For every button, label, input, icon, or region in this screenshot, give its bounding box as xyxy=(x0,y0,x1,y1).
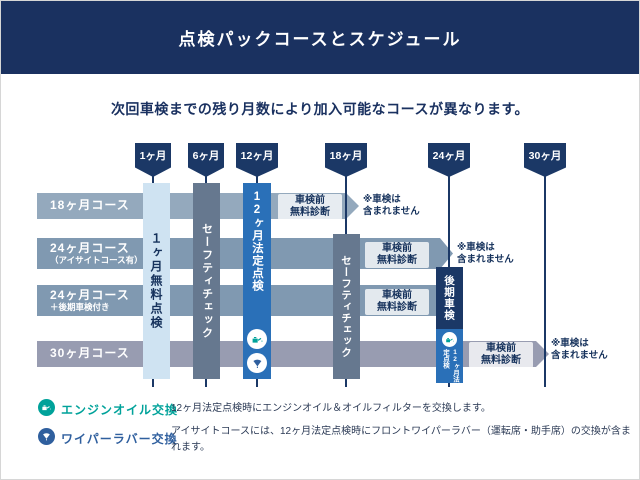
timeline-marker-24month: 24ヶ月 xyxy=(428,143,470,177)
wiper-icon xyxy=(247,353,267,373)
event-label: 12ヶ月法定点検 xyxy=(251,191,263,292)
timeline-marker-6month: 6ヶ月 xyxy=(188,143,224,177)
wiper-icon xyxy=(38,428,55,445)
marker-label: 24ヶ月 xyxy=(432,150,466,162)
course-label: 30ヶ月コース xyxy=(50,346,130,361)
event-column-12month-legal-inspection: 12ヶ月法定点検 xyxy=(243,183,271,379)
event-column-safety-check-18month: セーフティチェック xyxy=(333,234,360,379)
oil-can-icon xyxy=(247,329,267,349)
timeline-line-30month xyxy=(544,175,546,387)
event-label: 12ヶ月法定点検 xyxy=(441,349,459,383)
page-title: 点検パックコースとスケジュール xyxy=(178,30,462,49)
pre-shaken-diagnosis-row3: 車検前 無料診断 xyxy=(365,289,429,315)
timeline-marker-18month: 18ヶ月 xyxy=(325,143,367,177)
course-sublabel: ＋後期車検付き xyxy=(50,302,110,313)
course-label: 18ヶ月コース xyxy=(50,198,130,213)
event-label: 後期車検 xyxy=(443,275,455,321)
legend-title-wiper-rubber: ワイパーラバー交換 xyxy=(61,432,178,446)
oil-can-icon xyxy=(442,332,457,347)
marker-label: 6ヶ月 xyxy=(192,150,220,162)
legend-desc-wiper-rubber: アイサイトコースには、12ヶ月法定点検時にフロントワイパーラバー（運転席・助手席… xyxy=(171,426,631,453)
event-label: セーフティチェック xyxy=(200,222,213,340)
timeline-marker-12month: 12ヶ月 xyxy=(236,143,278,177)
legend-title-engine-oil: エンジンオイル交換 xyxy=(61,403,179,417)
course-bar-30month: 30ヶ月コース xyxy=(37,341,549,367)
marker-label: 30ヶ月 xyxy=(528,150,562,162)
pre-shaken-diagnosis-row2: 車検前 無料診断 xyxy=(365,242,429,268)
course-label: 24ヶ月コース xyxy=(50,287,130,302)
legend-desc-engine-oil: 12ヶ月法定点検時にエンジンオイル＆オイルフィルターを交換します。 xyxy=(171,403,491,414)
event-column-1month-free-inspection: １ヶ月無料点検 xyxy=(143,183,170,379)
shaken-not-included-note-row2: ※車検は 含まれません xyxy=(457,242,514,266)
event-label: １ヶ月無料点検 xyxy=(149,232,163,330)
oil-can-icon xyxy=(38,399,55,416)
course-sublabel: （アイサイトコース有） xyxy=(50,255,143,266)
timeline-marker-1month: 1ヶ月 xyxy=(135,143,171,177)
pre-shaken-diagnosis-row4: 車検前 無料診断 xyxy=(469,342,533,368)
shaken-not-included-note-row1: ※車検は 含まれません xyxy=(363,194,420,218)
event-column-safety-check-6month: セーフティチェック xyxy=(193,183,220,379)
timeline-marker-30month: 30ヶ月 xyxy=(524,143,566,177)
pre-shaken-diagnosis-row1: 車検前 無料診断 xyxy=(278,194,342,220)
event-column-12month-legal-inspection-late: 12ヶ月法定点検 xyxy=(436,329,463,383)
marker-label: 18ヶ月 xyxy=(329,150,363,162)
marker-label: 1ヶ月 xyxy=(139,150,167,162)
event-column-late-shaken: 後期車検 xyxy=(436,267,463,329)
event-label: セーフティチェック xyxy=(340,254,352,359)
header-bar: 点検パックコースとスケジュール xyxy=(1,1,639,74)
course-label: 24ヶ月コース xyxy=(50,240,130,255)
subtitle: 次回車検までの残り月数により加入可能なコースが異なります。 xyxy=(110,101,530,117)
marker-label: 12ヶ月 xyxy=(240,150,274,162)
shaken-not-included-note-row4: ※車検は 含まれません xyxy=(551,338,608,362)
